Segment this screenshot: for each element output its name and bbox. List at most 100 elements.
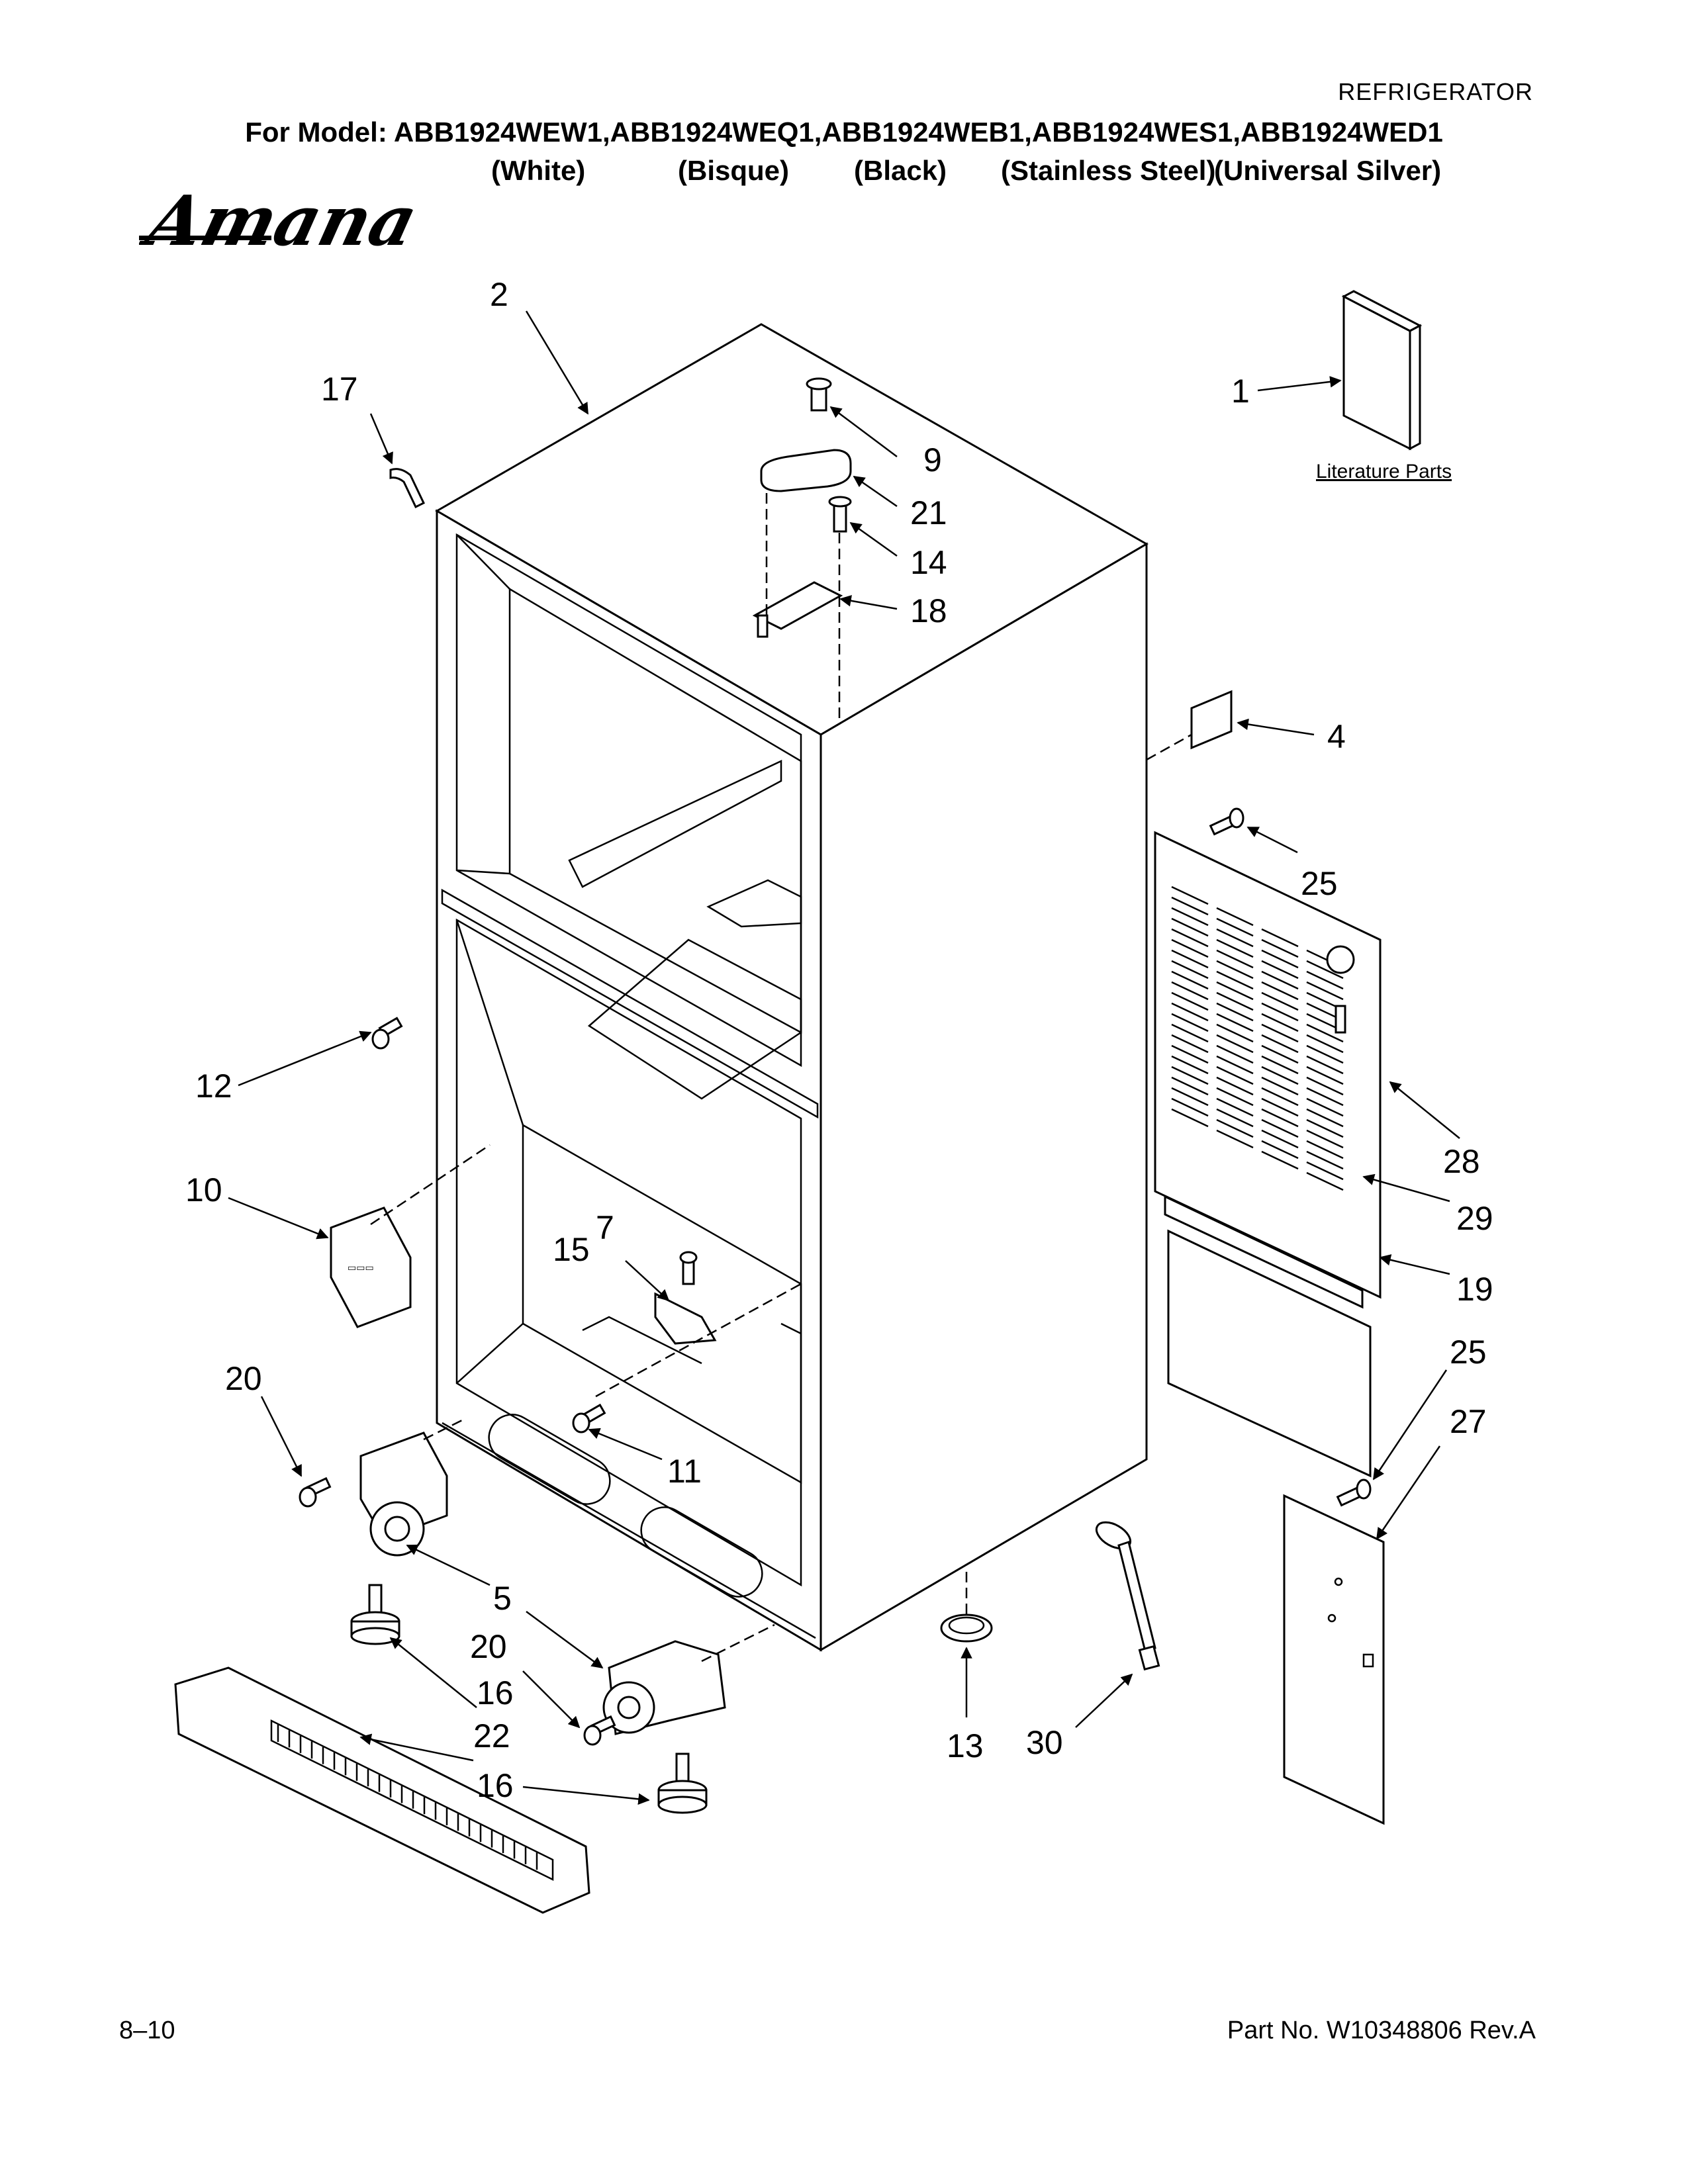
grille-slat <box>1171 1023 1209 1043</box>
cabinet-assembly <box>435 323 1149 1652</box>
wrench-30 <box>1095 1521 1160 1671</box>
grille-slat <box>1261 938 1299 958</box>
grille-slat <box>1261 1023 1299 1043</box>
screw-12 <box>371 1017 403 1050</box>
color-white: (White) <box>491 155 586 186</box>
callout-10: 10 <box>185 1171 222 1208</box>
screw-11 <box>572 1403 606 1433</box>
callout-27: 27 <box>1450 1403 1487 1440</box>
grille-slat <box>1216 917 1254 937</box>
grille-slat <box>1216 1023 1254 1043</box>
roller-assembly-right <box>602 1623 775 1735</box>
grille-slat <box>1171 991 1209 1011</box>
callout-1: 1 <box>1231 373 1250 410</box>
grille-slat <box>1261 991 1299 1011</box>
grille-slat <box>1216 991 1254 1011</box>
leveler-16-right <box>657 1752 708 1814</box>
grille-slat <box>1261 970 1299 990</box>
logo-underline <box>139 236 271 240</box>
tube-17 <box>389 468 425 509</box>
base-grille-22 <box>174 1666 590 1914</box>
grille-slat <box>1171 970 1209 990</box>
color-black: (Black) <box>854 155 947 186</box>
control-decal-text: ▭▭▭ <box>348 1263 374 1273</box>
callout-7: 7 <box>596 1209 614 1246</box>
grille-slat <box>1306 981 1344 1001</box>
control-module-10: ▭▭▭ <box>330 1144 491 1328</box>
grille-slat <box>1261 1150 1299 1170</box>
callout-29: 29 <box>1456 1200 1493 1237</box>
literature-parts-label: Literature Parts <box>1316 461 1452 482</box>
grille-slat <box>1171 1044 1209 1064</box>
grille-slat <box>1261 1044 1299 1064</box>
grille-slat <box>1171 1055 1209 1075</box>
grille-slat <box>1306 1055 1344 1075</box>
callout-28: 28 <box>1443 1143 1480 1180</box>
model-line: For Model: ABB1924WEW1,ABB1924WEQ1,ABB19… <box>245 116 1443 148</box>
cover-27 <box>1283 1494 1385 1825</box>
grille-slat <box>1171 1034 1209 1054</box>
grille-slat <box>1216 1087 1254 1107</box>
grille-slat <box>1306 1066 1344 1085</box>
callout-20-left: 20 <box>225 1360 262 1397</box>
grille-slat <box>1306 1097 1344 1117</box>
callout-12: 12 <box>195 1068 232 1105</box>
screw-25-top <box>1209 807 1244 836</box>
panel-19 <box>1167 1229 1372 1478</box>
callout-18: 18 <box>910 592 947 629</box>
label-4 <box>1190 690 1233 750</box>
grille-slat <box>1171 1108 1209 1128</box>
part-number: Part No. W10348806 Rev.A <box>1227 2017 1536 2044</box>
grille-slat <box>1216 1129 1254 1149</box>
grille-slat <box>1216 1013 1254 1032</box>
grille-slat <box>1261 928 1299 948</box>
grille-slat <box>1261 1129 1299 1149</box>
grille-slat <box>1306 1023 1344 1043</box>
grille-slat <box>1216 970 1254 990</box>
grille-slat <box>1216 1076 1254 1096</box>
grille-slat <box>1216 949 1254 969</box>
grille-slat <box>1171 1013 1209 1032</box>
callout-11: 11 <box>667 1453 702 1490</box>
grille-slat <box>1171 886 1209 905</box>
leader-lines <box>228 310 1460 1805</box>
grille-slat <box>1171 928 1209 948</box>
grille-slat <box>1216 1118 1254 1138</box>
diagram-category: REFRIGERATOR <box>1338 78 1533 105</box>
grille-slat <box>1171 1076 1209 1096</box>
callout-9: 9 <box>923 441 942 478</box>
callout-20-right: 20 <box>470 1628 507 1665</box>
grille-slat <box>1261 1066 1299 1085</box>
grille-slat <box>1306 1140 1344 1160</box>
grille-slat <box>1306 1044 1344 1064</box>
grille-slat <box>1261 1097 1299 1117</box>
color-stainless-steel: (Stainless Steel) <box>1001 155 1216 186</box>
grille-slat <box>1216 1034 1254 1054</box>
grille-slat <box>1216 960 1254 979</box>
grille-slat <box>1171 938 1209 958</box>
grille-slat <box>1171 1097 1209 1117</box>
amana-logo-text: Amana <box>139 184 417 257</box>
plug-13 <box>940 1572 993 1643</box>
grille-slat <box>1216 928 1254 948</box>
grille-slat <box>1261 1118 1299 1138</box>
roller-assembly-left <box>359 1418 464 1557</box>
rear-grille-panel-28 <box>1154 831 1382 1478</box>
grille-slat <box>1261 1034 1299 1054</box>
grille-slat <box>1261 1140 1299 1160</box>
grille-slat <box>1306 1087 1344 1107</box>
grille-slat <box>1171 1002 1209 1022</box>
grille-slat <box>1306 1076 1344 1096</box>
grille-slat <box>1216 938 1254 958</box>
grille-slat <box>1171 917 1209 937</box>
callout-5: 5 <box>493 1580 512 1617</box>
callout-21: 21 <box>910 494 947 531</box>
grille-slat <box>1306 1171 1344 1191</box>
callout-22: 22 <box>473 1717 510 1754</box>
grille-slat <box>1306 1150 1344 1170</box>
base-grille-vents <box>277 1725 538 1870</box>
grille-slat <box>1216 1066 1254 1085</box>
grille-slat <box>1261 960 1299 979</box>
literature-booklet <box>1341 290 1423 451</box>
grille-slat <box>1171 896 1209 916</box>
